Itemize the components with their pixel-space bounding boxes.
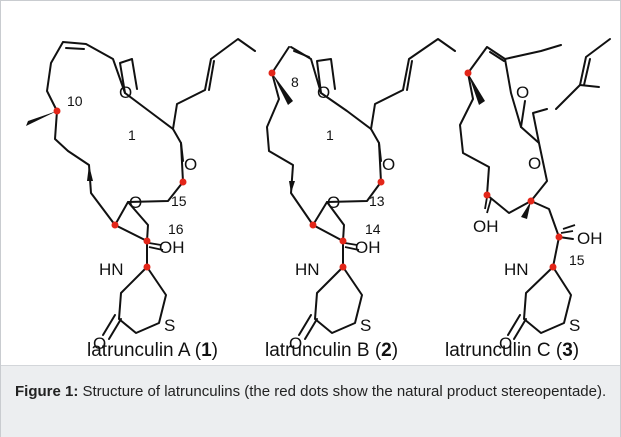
atom-o-ring: O	[129, 193, 142, 212]
stereocenter-dot	[527, 197, 535, 205]
atom-o-urea: O	[499, 334, 512, 353]
stereocenter-dot	[464, 69, 472, 77]
stereocenter-dot	[483, 191, 491, 199]
atom-o-ester: O	[184, 155, 197, 174]
atom-s: S	[360, 316, 371, 335]
stereocenter-dot	[555, 233, 563, 241]
atom-o-urea: O	[93, 334, 106, 353]
position-label: 16	[168, 221, 184, 237]
atom-oh: OH	[355, 238, 381, 257]
stereocenter-dot	[53, 107, 61, 115]
stereocenter-dot	[309, 221, 317, 229]
stereocenter-dot	[143, 237, 151, 245]
atom-nh: HN	[99, 260, 124, 279]
atom-oh: OH	[159, 238, 185, 257]
compound-label-a: latrunculin A (1)	[87, 340, 218, 361]
stereocenter-dot	[143, 263, 151, 271]
compound-label-c: latrunculin C (3)	[445, 340, 579, 361]
position-label: 15	[569, 252, 585, 268]
caption-body: Structure of latrunculins (the red dots …	[78, 383, 607, 400]
atom-o-ester: O	[528, 154, 541, 173]
position-label: 8	[291, 74, 299, 90]
figure-caption: Figure 1: Structure of latrunculins (the…	[1, 365, 620, 437]
stereocenter-dot	[377, 178, 385, 186]
atom-nh: HN	[504, 260, 529, 279]
latrunculin-b-structure: O O O OH HN S O 8 1 13 14 latrunculin B …	[265, 38, 456, 361]
atom-nh: HN	[295, 260, 320, 279]
atom-o-carbonyl: O	[516, 83, 529, 102]
atom-s: S	[569, 316, 580, 335]
atom-o-urea: O	[289, 334, 302, 353]
atom-s: S	[164, 316, 175, 335]
atom-oh: OH	[473, 217, 499, 236]
compound-label-b: latrunculin B (2)	[265, 340, 398, 361]
stereocenter-dot	[339, 237, 347, 245]
stereocenter-dot	[111, 221, 119, 229]
stereocenter-dot	[179, 178, 187, 186]
latrunculin-c-structure: O O OH OH HN S O 15 latrunculin C (3)	[445, 38, 611, 361]
latrunculin-structures: O O O OH HN S O 10 1 15 16 latrunculin A…	[26, 38, 611, 361]
atom-o-ester: O	[382, 155, 395, 174]
atom-o-carbonyl: O	[317, 83, 330, 102]
atom-o-ring: O	[327, 193, 340, 212]
atom-o-carbonyl: O	[119, 83, 132, 102]
position-label: 1	[326, 127, 334, 143]
stereocenter-dot	[549, 263, 557, 271]
position-label: 13	[369, 193, 385, 209]
stereocenter-dot	[268, 69, 276, 77]
position-label: 1	[128, 127, 136, 143]
caption-label: Figure 1:	[15, 383, 79, 400]
position-label: 14	[365, 221, 381, 237]
position-label: 10	[67, 93, 83, 109]
atom-oh: OH	[577, 229, 603, 248]
stereocenter-dot	[339, 263, 347, 271]
position-label: 15	[171, 193, 187, 209]
caption-text: Figure 1: Structure of latrunculins (the…	[15, 381, 609, 402]
latrunculin-a-structure: O O O OH HN S O 10 1 15 16 latrunculin A…	[26, 38, 256, 361]
